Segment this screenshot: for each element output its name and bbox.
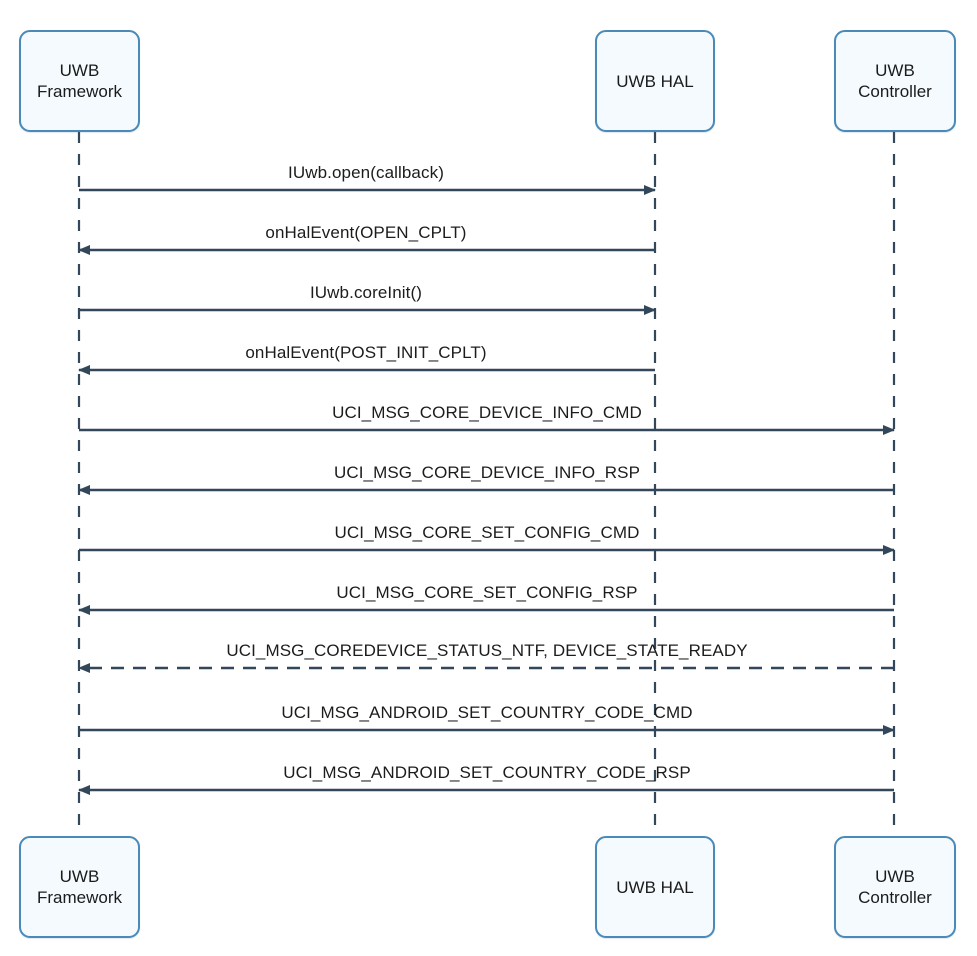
participant-label-hal-bottom: UWB HAL bbox=[616, 877, 694, 897]
message-label-4: UCI_MSG_CORE_DEVICE_INFO_CMD bbox=[332, 403, 642, 422]
participant-box-hal-bottom[interactable]: UWB HAL bbox=[595, 836, 715, 938]
message-label-5: UCI_MSG_CORE_DEVICE_INFO_RSP bbox=[333, 463, 641, 482]
participant-box-framework-bottom[interactable]: UWB Framework bbox=[19, 836, 140, 938]
message-label-6: UCI_MSG_CORE_SET_CONFIG_CMD bbox=[334, 523, 640, 542]
participant-label-framework-top: UWB Framework bbox=[36, 61, 122, 101]
message-label-7: UCI_MSG_CORE_SET_CONFIG_RSP bbox=[336, 583, 638, 602]
participant-box-controller-top[interactable]: UWB Controller bbox=[834, 30, 956, 132]
message-label-9: UCI_MSG_ANDROID_SET_COUNTRY_CODE_CMD bbox=[281, 703, 693, 722]
participant-box-hal-top[interactable]: UWB HAL bbox=[595, 30, 715, 132]
message-label-2: IUwb.coreInit() bbox=[309, 283, 423, 302]
participant-label-controller-top: UWB Controller bbox=[858, 61, 932, 101]
participant-label-framework-bottom: UWB Framework bbox=[36, 867, 122, 907]
messages-group bbox=[78, 185, 895, 795]
participant-box-controller-bottom[interactable]: UWB Controller bbox=[834, 836, 956, 938]
participant-box-framework-top[interactable]: UWB Framework bbox=[19, 30, 140, 132]
message-label-10: UCI_MSG_ANDROID_SET_COUNTRY_CODE_RSP bbox=[283, 763, 691, 782]
message-label-3: onHalEvent(POST_INIT_CPLT) bbox=[245, 343, 487, 362]
message-label-8: UCI_MSG_COREDEVICE_STATUS_NTF, DEVICE_ST… bbox=[226, 641, 748, 660]
message-label-0: IUwb.open(callback) bbox=[288, 163, 444, 182]
participant-label-controller-bottom: UWB Controller bbox=[858, 867, 932, 907]
participant-label-hal-top: UWB HAL bbox=[616, 71, 694, 91]
message-label-1: onHalEvent(OPEN_CPLT) bbox=[265, 223, 467, 242]
